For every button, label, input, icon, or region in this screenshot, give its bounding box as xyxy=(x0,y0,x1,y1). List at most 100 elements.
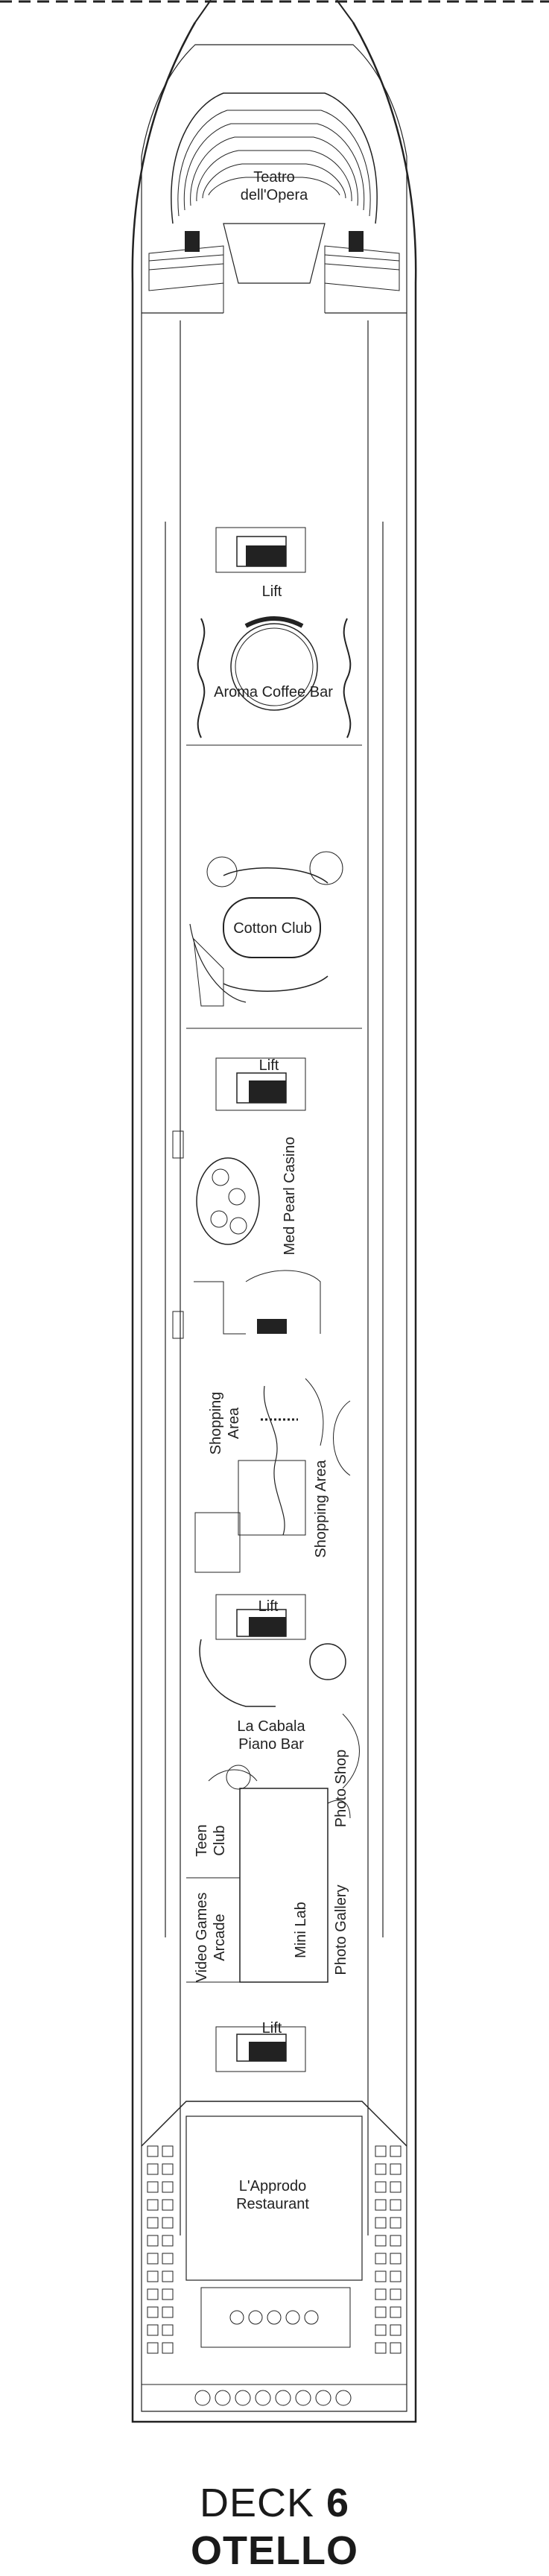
table-symbol xyxy=(147,2181,159,2193)
table-symbol xyxy=(295,2390,311,2406)
table-symbol xyxy=(267,2310,282,2325)
table-symbol xyxy=(162,2235,174,2247)
cotton-club xyxy=(186,851,362,1029)
corridor-walls xyxy=(165,320,384,2235)
table-symbol xyxy=(215,2390,231,2406)
table-symbol xyxy=(162,2217,174,2229)
coffee-bar xyxy=(186,616,362,746)
restaurant xyxy=(141,2101,407,2348)
theatre xyxy=(142,92,407,314)
piano-bar xyxy=(199,1639,360,1790)
lift-2 xyxy=(215,1057,306,1111)
table-symbol xyxy=(162,2342,174,2354)
table-symbol xyxy=(147,2306,159,2318)
table-symbol xyxy=(162,2288,174,2300)
table-symbol xyxy=(285,2310,300,2325)
table-symbol xyxy=(147,2217,159,2229)
deck-title: DECK 6 xyxy=(0,2480,549,2526)
teen-area xyxy=(186,1788,351,1983)
teen-club-label-line1: Teen xyxy=(194,1824,210,1856)
table-symbol xyxy=(147,2288,159,2300)
restaurant-tables-bottom xyxy=(194,2310,352,2406)
table-symbol xyxy=(255,2390,271,2406)
restaurant-tables-left xyxy=(147,2145,174,2354)
table-symbol xyxy=(390,2181,402,2193)
table-symbol xyxy=(390,2199,402,2211)
table-symbol xyxy=(375,2253,387,2265)
table-symbol xyxy=(147,2324,159,2336)
lift-4-label: Lift xyxy=(262,2020,282,2037)
table-symbol xyxy=(162,2199,174,2211)
table-symbol xyxy=(147,2235,159,2247)
table-symbol xyxy=(390,2253,402,2265)
table-symbol xyxy=(375,2288,387,2300)
table-symbol xyxy=(162,2181,174,2193)
teen-club-label-line2: Club xyxy=(212,1825,228,1855)
table-symbol xyxy=(162,2163,174,2175)
table-symbol xyxy=(375,2163,387,2175)
lift-4 xyxy=(215,2026,306,2072)
table-symbol xyxy=(229,2310,244,2325)
bow-line-right xyxy=(336,0,354,23)
photo-gallery-label: Photo Gallery xyxy=(333,1884,349,1975)
table-symbol xyxy=(390,2217,402,2229)
lift-1-label: Lift xyxy=(262,583,282,600)
lift-1 xyxy=(215,527,306,573)
piano-bar-label-line1: La Cabala xyxy=(237,1718,305,1735)
table-symbol xyxy=(162,2253,174,2265)
casino-label: Med Pearl Casino xyxy=(282,1137,298,1256)
table-symbol xyxy=(147,2342,159,2354)
table-symbol xyxy=(147,2199,159,2211)
ship-name: OTELLO xyxy=(191,2528,358,2573)
table-symbol xyxy=(235,2390,251,2406)
deck-plan: Teatro dell'Opera Lift Aroma Coffee Bar … xyxy=(0,0,549,2423)
casino xyxy=(172,1130,321,1339)
table-symbol xyxy=(162,2306,174,2318)
table-symbol xyxy=(375,2270,387,2282)
table-symbol xyxy=(375,2342,387,2354)
video-games-label-line1: Video Games xyxy=(194,1893,210,1983)
table-symbol xyxy=(162,2145,174,2157)
deck-number: 6 xyxy=(326,2481,350,2525)
table-symbol xyxy=(275,2390,291,2406)
restaurant-tables-right xyxy=(375,2145,402,2354)
table-symbol xyxy=(162,2270,174,2282)
coffee-bar-label: Aroma Coffee Bar xyxy=(214,684,333,700)
table-symbol xyxy=(162,2324,174,2336)
table-symbol xyxy=(390,2288,402,2300)
lift-3 xyxy=(215,1594,306,1640)
hull-outline xyxy=(131,22,417,2423)
shopping-left-label-line2: Area xyxy=(226,1407,242,1439)
table-symbol xyxy=(390,2270,402,2282)
table-symbol xyxy=(375,2306,387,2318)
piano-bar-label-line2: Piano Bar xyxy=(238,1736,304,1753)
table-symbol xyxy=(375,2217,387,2229)
table-symbol xyxy=(375,2235,387,2247)
table-symbol xyxy=(248,2310,263,2325)
table-symbol xyxy=(315,2390,331,2406)
table-symbol xyxy=(375,2199,387,2211)
table-symbol xyxy=(147,2270,159,2282)
table-symbol xyxy=(304,2310,319,2325)
shopping-right-label: Shopping Area xyxy=(313,1460,329,1558)
lift-2-label: Lift xyxy=(259,1057,279,1074)
cotton-club-label: Cotton Club xyxy=(233,920,312,937)
mini-lab-label: Mini Lab xyxy=(293,1902,309,1958)
photo-shop-label: Photo Shop xyxy=(333,1750,349,1828)
bow-line-left xyxy=(194,0,212,23)
table-symbol xyxy=(375,2181,387,2193)
theatre-label-line2: dell'Opera xyxy=(241,187,308,203)
table-symbol xyxy=(147,2253,159,2265)
theatre-label-line1: Teatro xyxy=(253,169,295,186)
restaurant-label-line2: Restaurant xyxy=(236,2196,309,2212)
shopping-area xyxy=(194,1378,351,1573)
table-symbol xyxy=(335,2390,352,2406)
table-symbol xyxy=(375,2145,387,2157)
table-symbol xyxy=(390,2306,402,2318)
table-symbol xyxy=(390,2235,402,2247)
lift-3-label: Lift xyxy=(258,1598,279,1615)
table-symbol xyxy=(390,2342,402,2354)
table-symbol xyxy=(194,2390,211,2406)
restaurant-label-line1: L'Approdo xyxy=(239,2178,307,2194)
table-symbol xyxy=(375,2324,387,2336)
